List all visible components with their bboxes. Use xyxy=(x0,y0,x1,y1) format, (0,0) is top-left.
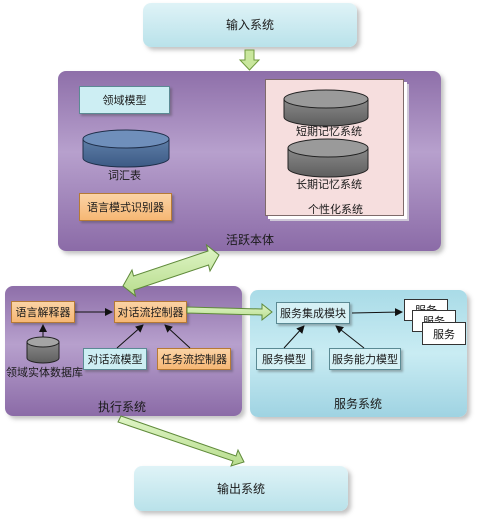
personalization-box xyxy=(265,79,404,216)
task-flow-controller-box: 任务流控制器 xyxy=(157,348,231,370)
domain-model-box: 领域模型 xyxy=(79,86,170,114)
long-term-memory-label: 长期记忆系统 xyxy=(296,178,362,191)
language-pattern-recognizer-label: 语言模式识别器 xyxy=(87,200,164,214)
input-system-label: 输入系统 xyxy=(225,18,274,32)
short-term-memory-label: 短期记忆系统 xyxy=(296,125,362,138)
dialog-flow-model-label: 对话流模型 xyxy=(87,352,143,366)
service-model-label: 服务模型 xyxy=(262,352,306,366)
execution-system-label: 执行系统 xyxy=(98,400,147,414)
language-interpreter-box: 语言解释器 xyxy=(11,301,75,323)
service-doc-3: 服务 xyxy=(422,322,466,345)
domain-entity-db-label: 领域实体数据库 xyxy=(6,366,83,379)
language-pattern-recognizer-box: 语言模式识别器 xyxy=(79,193,172,221)
output-system-label: 输出系统 xyxy=(216,481,265,496)
service-doc-3-label: 服务 xyxy=(433,327,455,341)
execution-output-arrow xyxy=(117,415,245,467)
language-interpreter-label: 语言解释器 xyxy=(15,305,71,319)
personalization-label: 个性化系统 xyxy=(308,203,363,216)
service-capability-model-label: 服务能力模型 xyxy=(332,352,398,366)
dialog-flow-controller-label: 对话流控制器 xyxy=(117,305,184,319)
domain-model-label: 领域模型 xyxy=(102,93,147,107)
service-integration-module-box: 服务集成模块 xyxy=(276,302,350,324)
active-ontology-label: 活跃本体 xyxy=(226,233,275,247)
service-integration-module-label: 服务集成模块 xyxy=(280,306,346,320)
input-system-box: 输入系统 xyxy=(143,3,357,47)
dialog-flow-controller-box: 对话流控制器 xyxy=(114,301,187,323)
input-down-arrow xyxy=(238,49,261,71)
output-system-box: 输出系统 xyxy=(134,466,348,511)
service-model-box: 服务模型 xyxy=(256,348,312,370)
vocabulary-label: 词汇表 xyxy=(108,169,141,182)
service-system-label: 服务系统 xyxy=(334,397,383,411)
dialog-flow-model-box: 对话流模型 xyxy=(83,348,147,370)
service-capability-model-box: 服务能力模型 xyxy=(329,348,401,370)
task-flow-controller-label: 任务流控制器 xyxy=(161,352,227,366)
